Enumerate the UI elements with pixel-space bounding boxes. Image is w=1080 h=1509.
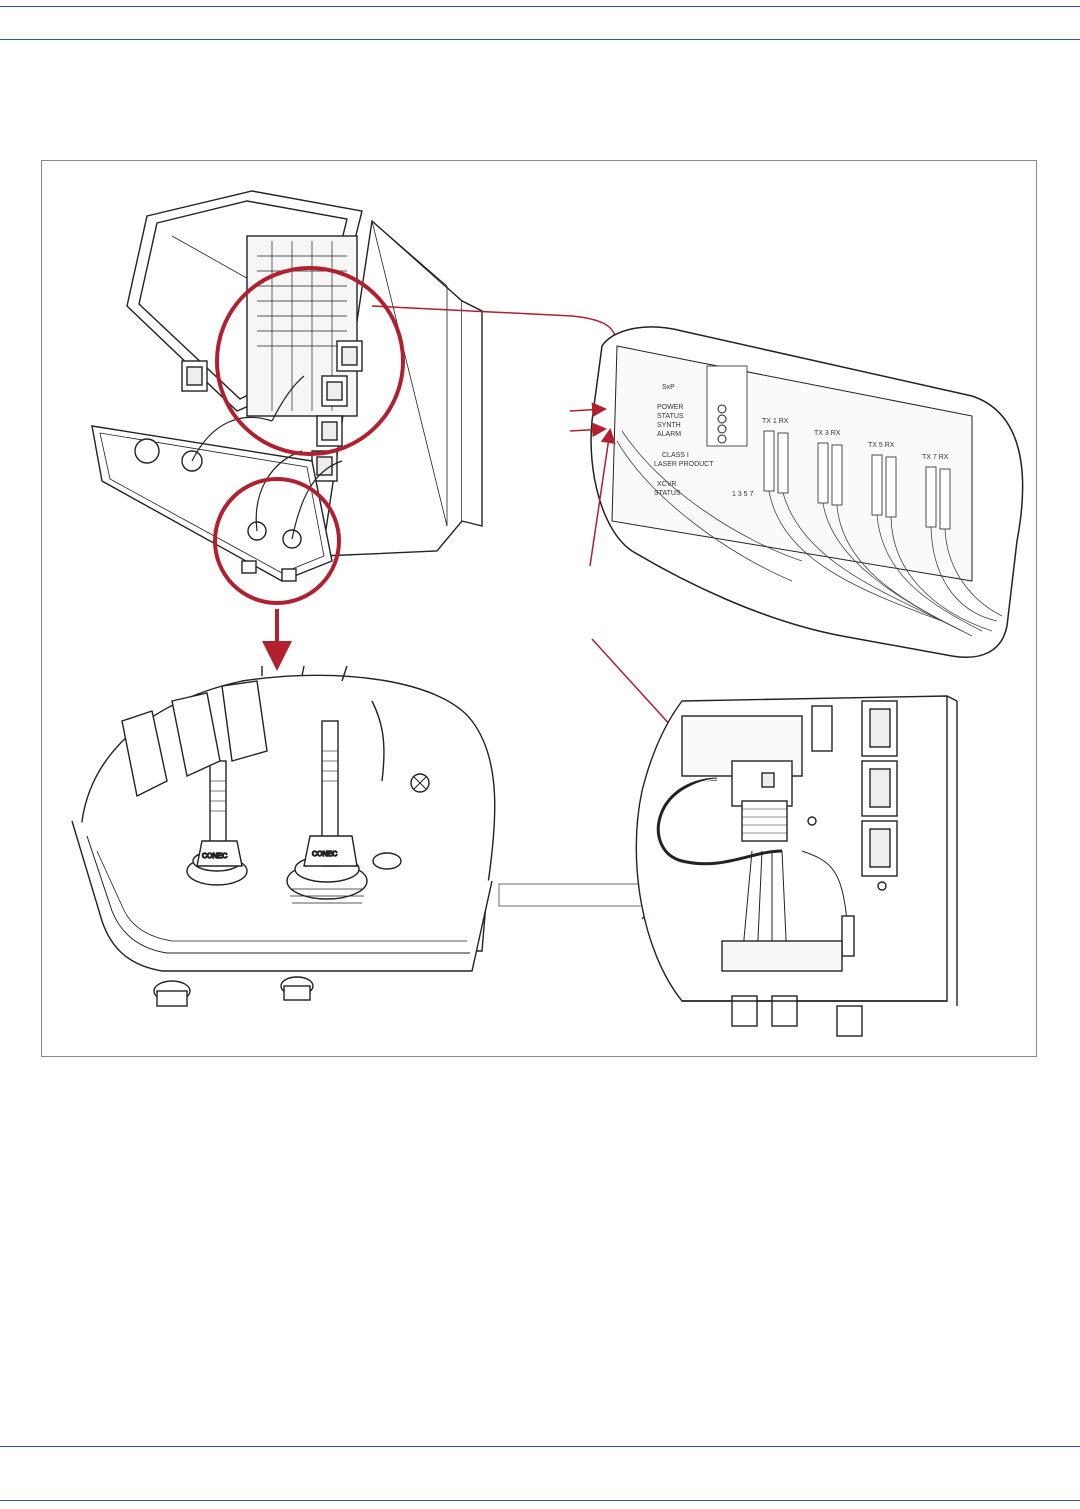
label-status: STATUS <box>657 413 684 420</box>
assembly-illustration: SxP POWER STATUS SYNTH ALARM CLASS I LAS… <box>42 161 1038 1058</box>
connector-label-right: CONEC <box>312 851 337 858</box>
label-class: CLASS I <box>662 452 689 459</box>
top-rule-1 <box>0 6 1080 7</box>
gland-closeup: CONEC CONEC <box>72 666 495 1006</box>
connector-detail: SxP POWER STATUS SYNTH ALARM CLASS I LAS… <box>591 327 1023 657</box>
label-txrx-5: TX 5 RX <box>868 442 895 449</box>
label-laser: LASER PRODUCT <box>654 461 714 468</box>
bottom-rule-1 <box>0 1446 1080 1447</box>
cover-interior <box>636 696 957 1036</box>
label-synth: SYNTH <box>657 422 681 429</box>
label-alarm: ALARM <box>657 431 681 438</box>
bottom-rule-2 <box>0 1500 1080 1501</box>
enclosure-overview <box>92 191 482 581</box>
top-rule-2 <box>0 39 1080 40</box>
label-txrx-7: TX 7 RX <box>922 454 949 461</box>
connector-label-left: CONEC <box>202 853 227 860</box>
label-xcvr-status: STATUS <box>654 490 681 497</box>
label-power: POWER <box>657 404 683 411</box>
figure-frame: SxP POWER STATUS SYNTH ALARM CLASS I LAS… <box>41 160 1037 1057</box>
label-sxp: SxP <box>662 384 675 391</box>
label-txrx-1: TX 1 RX <box>762 418 789 425</box>
label-ports: 1 3 5 7 <box>732 491 754 498</box>
label-txrx-3: TX 3 RX <box>814 430 841 437</box>
